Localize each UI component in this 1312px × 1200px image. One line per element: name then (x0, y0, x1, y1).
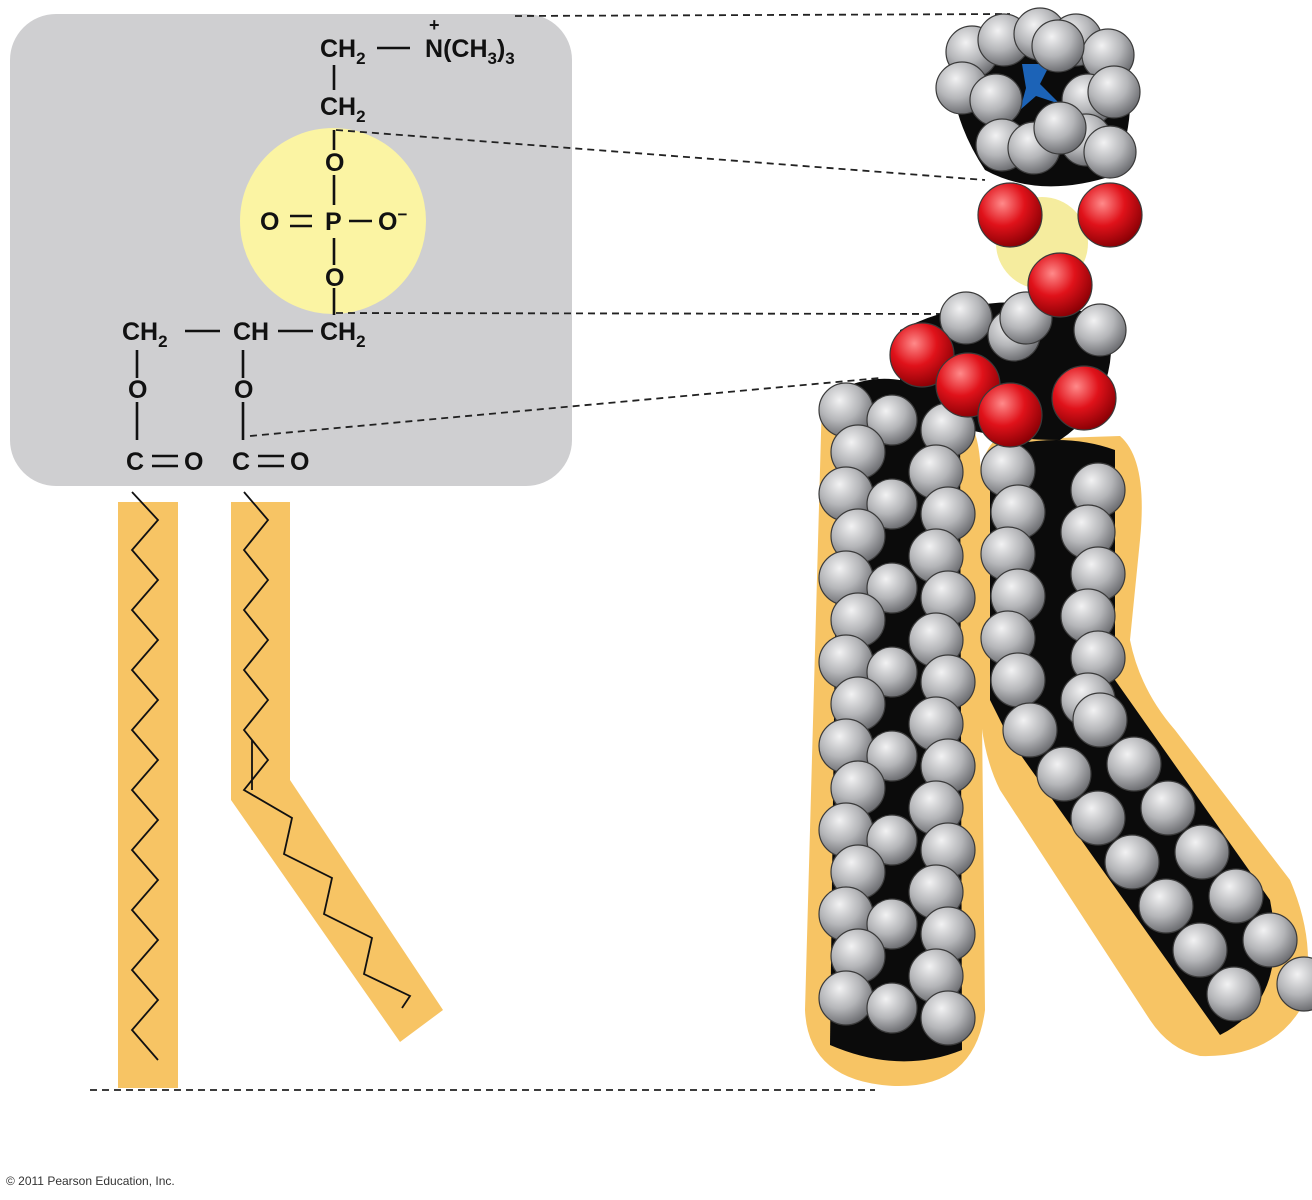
hydrogen-atom (866, 982, 918, 1034)
unsaturated-tail (231, 491, 443, 1042)
hydrogen-atom (1104, 834, 1160, 890)
hydrogen-atom (1172, 922, 1228, 978)
structural-formula: CH2 N(CH3)3 + CH2 O O P O− O CH2 CH CH2 … (10, 14, 572, 486)
hydrogen-atom (1002, 702, 1058, 758)
oxygen-atom (1077, 182, 1143, 248)
hydrogen-atom (1070, 790, 1126, 846)
hydrogen-atom (818, 970, 874, 1026)
hydrogen-atom (1033, 101, 1087, 155)
hydrogen-atom (969, 73, 1023, 127)
glycerol-ch2-right: CH2 (320, 318, 366, 351)
trimethylammonium-label: N(CH3)3 (425, 35, 515, 68)
hydrogen-atom (1174, 824, 1230, 880)
space-filling-model (805, 7, 1312, 1087)
ester-o-right: O (234, 376, 253, 404)
carbonyl-c-left: C (126, 448, 144, 476)
phosphate-circle (240, 128, 426, 314)
glycerol-ch: CH (233, 318, 269, 346)
carbonyl-o-right: O (290, 448, 309, 476)
unsaturated-chain (242, 491, 412, 1009)
hydrogen-atom (920, 990, 976, 1046)
nitrogen-atom (1020, 64, 1060, 110)
glycerol-ch2-left: CH2 (122, 318, 168, 351)
oxygen-atom (977, 382, 1043, 448)
atom-layer (818, 7, 1312, 1046)
hydrogen-atom (1083, 125, 1137, 179)
hydrogen-atom (1242, 912, 1298, 968)
saturated-chain (130, 491, 160, 1061)
hydrogen-atom (866, 814, 918, 866)
hydrogen-atom (866, 898, 918, 950)
hydrogen-atom (866, 394, 918, 446)
hydrogen-atom (939, 291, 993, 345)
hydrogen-atom (1138, 878, 1194, 934)
ester-o-left: O (128, 376, 147, 404)
oxygen-atom (1027, 252, 1093, 318)
hydrogen-atom (1036, 746, 1092, 802)
carbonyl-c-right: C (232, 448, 250, 476)
positive-charge: + (429, 15, 440, 35)
phosphate-o-bottom: O (325, 264, 344, 292)
phosphorus-label: P (325, 208, 342, 236)
saturated-tail (118, 491, 178, 1088)
oxygen-atom (977, 182, 1043, 248)
hydrogen-atom (1031, 19, 1085, 73)
hydrogen-atom (1276, 956, 1312, 1012)
copyright-notice: © 2011 Pearson Education, Inc. (6, 1174, 175, 1188)
hydrogen-atom (1106, 736, 1162, 792)
hydrogen-atom (866, 478, 918, 530)
oxygen-atom (1051, 365, 1117, 431)
oxygen-atom (889, 322, 955, 388)
hydrogen-atom (1208, 868, 1264, 924)
hydrogen-atom (1087, 65, 1141, 119)
hydrogen-atom (990, 652, 1046, 708)
connector-lines (90, 13, 1011, 1091)
hydrogen-atom (1073, 303, 1127, 357)
ethyl-ch2-label: CH2 (320, 93, 366, 126)
hydrogen-atom (866, 562, 918, 614)
hydrogen-atom (1072, 692, 1128, 748)
formula-bonds (135, 46, 410, 468)
hydrogen-atom (1206, 966, 1262, 1022)
carbonyl-o-left: O (184, 448, 203, 476)
hydrogen-atom (1140, 780, 1196, 836)
phosphate-o-double: O (260, 208, 279, 236)
phosphate-o-top: O (325, 149, 344, 177)
choline-ch2-label: CH2 (320, 35, 366, 68)
hydrogen-atom (866, 730, 918, 782)
hydrogen-atom (866, 646, 918, 698)
phosphate-o-minus: O− (378, 205, 407, 236)
